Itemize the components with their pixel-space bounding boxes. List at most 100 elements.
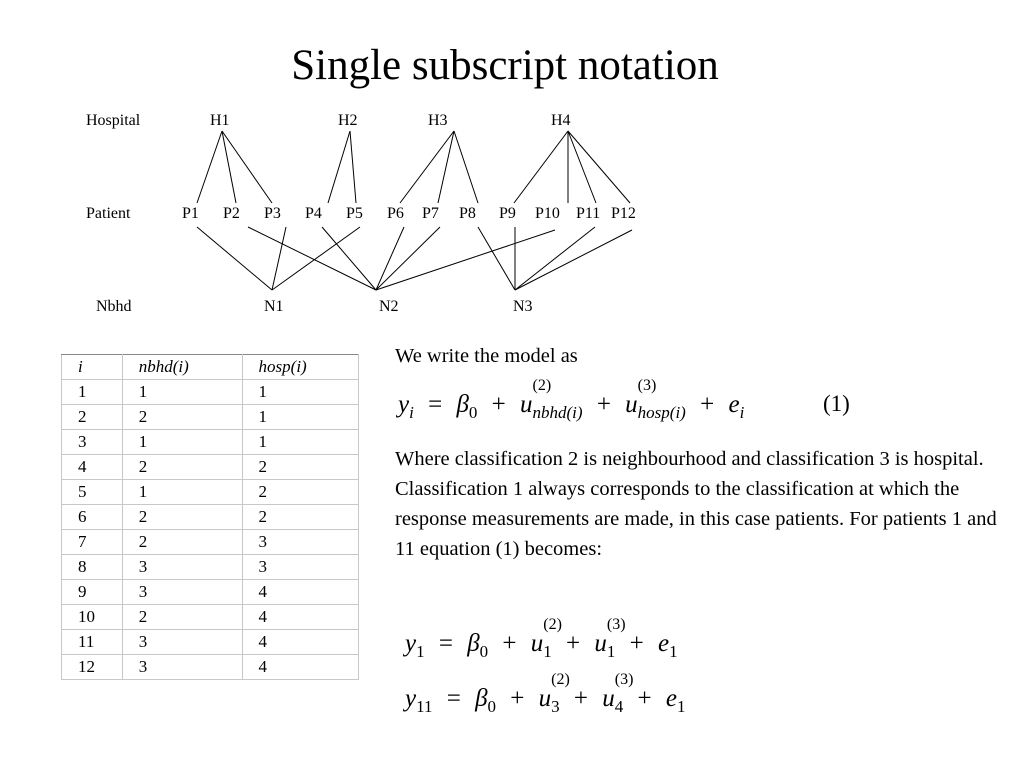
- edge-h2-p4: [327, 130, 351, 204]
- table-cell: 2: [241, 504, 360, 530]
- table-cell: 8: [61, 554, 123, 580]
- row-label-nbhd: Nbhd: [96, 298, 132, 315]
- edge-h1-p2: [221, 130, 237, 204]
- table-cell: 3: [61, 429, 123, 455]
- edge-h3-p7: [437, 130, 455, 204]
- edge-p11-n3: [514, 226, 596, 291]
- table-cell: 1: [241, 379, 360, 405]
- table-cell: 3: [121, 554, 243, 580]
- node-patient: P2: [223, 205, 240, 222]
- edge-p8-n3: [477, 226, 516, 291]
- equation-patient-11: y11 = β0 + u(2)3 + u(3)4 + e1: [405, 671, 686, 716]
- table-cell: 2: [241, 479, 360, 505]
- equation-number: (1): [823, 391, 850, 416]
- node-patient: P3: [264, 205, 281, 222]
- table-cell: 11: [61, 629, 123, 655]
- node-patient: P1: [182, 205, 199, 222]
- row-label-hospital: Hospital: [86, 112, 141, 129]
- table-cell: 3: [241, 554, 360, 580]
- table-cell: 5: [61, 479, 123, 505]
- table-cell: 4: [241, 604, 360, 630]
- node-hospital: H4: [551, 112, 571, 129]
- table-cell: 1: [241, 429, 360, 455]
- node-patient: P4: [305, 205, 322, 222]
- node-patient: P8: [459, 205, 476, 222]
- edge-p3-n1: [271, 226, 287, 291]
- table-cell: 3: [121, 654, 243, 680]
- model-equation: yi = β0 + u(2)nbhd(i) + u(3)hosp(i) + ei: [398, 377, 745, 422]
- table-cell: 4: [241, 579, 360, 605]
- table-cell: 2: [121, 454, 243, 480]
- edge-p2-n2: [247, 226, 377, 291]
- edge-h4-p11: [567, 130, 597, 204]
- node-hospital: H1: [210, 112, 230, 129]
- table-cell: 4: [61, 454, 123, 480]
- edge-h2-p5: [349, 130, 357, 204]
- table-cell: 3: [121, 579, 243, 605]
- column-header: hosp(i): [241, 354, 360, 380]
- table-cell: 2: [121, 604, 243, 630]
- table-cell: 10: [61, 604, 123, 630]
- edge-h1-p3: [221, 130, 273, 204]
- edge-p6-n2: [375, 226, 405, 291]
- node-neighbourhood: N1: [264, 298, 284, 315]
- edge-p12-n3: [514, 229, 633, 291]
- column-header: i: [61, 354, 123, 380]
- node-patient: P6: [387, 205, 404, 222]
- table-cell: 7: [61, 529, 123, 555]
- row-label-patient: Patient: [86, 205, 131, 222]
- table-cell: 1: [121, 429, 243, 455]
- node-patient: P7: [422, 205, 439, 222]
- table-cell: 2: [61, 404, 123, 430]
- edge-p10-n2: [375, 229, 556, 291]
- edge-h4-p12: [567, 130, 631, 204]
- table-cell: 6: [61, 504, 123, 530]
- edge-h3-p6: [399, 130, 455, 204]
- table-cell: 3: [241, 529, 360, 555]
- node-hospital: H2: [338, 112, 358, 129]
- node-hospital: H3: [428, 112, 448, 129]
- table-cell: 4: [241, 654, 360, 680]
- table-cell: 1: [121, 479, 243, 505]
- table-cell: 2: [121, 504, 243, 530]
- edge-p4-n2: [321, 226, 377, 291]
- edge-p5-n1: [271, 226, 361, 291]
- table-cell: 2: [121, 404, 243, 430]
- column-header: nbhd(i): [121, 354, 243, 380]
- table-header-row: i nbhd(i) hosp(i): [61, 354, 360, 380]
- table-cell: 4: [241, 629, 360, 655]
- edge-p1-n1: [196, 226, 273, 291]
- node-patient: P12: [611, 205, 636, 222]
- table-cell: 2: [241, 454, 360, 480]
- table-cell: 2: [121, 529, 243, 555]
- node-patient: P9: [499, 205, 516, 222]
- slide-title: Single subscript notation: [291, 42, 719, 89]
- edge-p7-n2: [375, 226, 441, 291]
- table-cell: 9: [61, 579, 123, 605]
- table-cell: 1: [241, 404, 360, 430]
- edge-h4-p9: [513, 130, 569, 204]
- node-neighbourhood: N2: [379, 298, 399, 315]
- explanation-text: Where classification 2 is neighbourhood …: [395, 448, 997, 560]
- table-cell: 1: [61, 379, 123, 405]
- node-patient: P11: [576, 205, 601, 222]
- table-cell: 12: [61, 654, 123, 680]
- node-patient: P5: [346, 205, 363, 222]
- node-patient: P10: [535, 205, 560, 222]
- node-neighbourhood: N3: [513, 298, 533, 315]
- table-cell: 1: [121, 379, 243, 405]
- table-cell: 3: [121, 629, 243, 655]
